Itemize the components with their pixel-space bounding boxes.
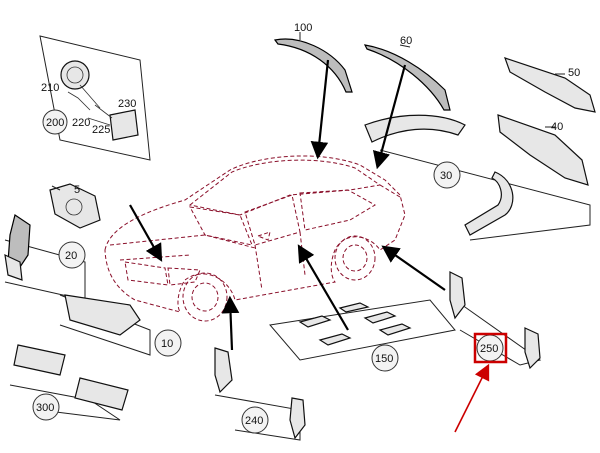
label-250: 250 bbox=[480, 343, 498, 355]
part-50-rear-diffuser bbox=[504, 57, 596, 113]
group-frame-30 bbox=[379, 149, 591, 241]
part-240-mudflap-rear bbox=[289, 397, 306, 440]
label-240: 240 bbox=[245, 415, 263, 427]
part-100-roof-spoiler bbox=[273, 38, 353, 93]
highlight-box-250 bbox=[473, 332, 508, 364]
label-150: 150 bbox=[375, 353, 393, 365]
callout-10 bbox=[154, 329, 182, 357]
label-100: 100 bbox=[294, 22, 312, 34]
part-40-rear-diffuser bbox=[497, 114, 589, 186]
part-210-emblem bbox=[60, 60, 90, 90]
part-250-mudflap-front bbox=[449, 271, 466, 320]
label-40: 40 bbox=[551, 121, 563, 133]
assembly-arrows bbox=[129, 59, 446, 351]
label-20: 20 bbox=[65, 250, 77, 262]
label-5: 5 bbox=[74, 184, 80, 196]
label-50: 50 bbox=[568, 67, 580, 79]
part-30-rear-bumper-side bbox=[464, 171, 514, 236]
label-30: 30 bbox=[440, 170, 452, 182]
part-30-rear-bumper bbox=[364, 114, 466, 143]
part-230-module bbox=[109, 109, 139, 141]
part-10-front-splitter bbox=[64, 294, 141, 336]
highlight-arrow bbox=[454, 363, 490, 433]
group-frame-200 bbox=[39, 35, 151, 161]
part-150-handles bbox=[298, 302, 412, 346]
label-220: 220 bbox=[72, 117, 90, 129]
label-225: 225 bbox=[92, 124, 110, 136]
label-210: 210 bbox=[41, 82, 59, 94]
group-frame-300 bbox=[9, 384, 121, 421]
callout-240 bbox=[241, 406, 269, 434]
label-230: 230 bbox=[118, 98, 136, 110]
callout-20 bbox=[58, 241, 86, 269]
group-frames bbox=[4, 35, 591, 441]
part-5-front-grille bbox=[49, 183, 101, 229]
part-20-bumper-insert-lower bbox=[4, 253, 23, 281]
grille-emblem bbox=[65, 198, 83, 216]
callout-150 bbox=[371, 344, 399, 372]
callouts bbox=[32, 109, 504, 434]
callout-300 bbox=[32, 393, 60, 421]
group-frame-20 bbox=[4, 239, 86, 301]
part-240-mudflap-front bbox=[214, 347, 233, 394]
part-250-mudflap-rear bbox=[524, 327, 541, 370]
part-labels: 100 60 50 40 30 210 230 200 220 225 5 20… bbox=[36, 22, 580, 427]
label-60: 60 bbox=[400, 35, 412, 47]
label-10: 10 bbox=[161, 338, 173, 350]
part-60-trunk-lip bbox=[363, 44, 451, 111]
group-frame-150 bbox=[269, 299, 456, 361]
callout-30 bbox=[433, 161, 461, 189]
label-300: 300 bbox=[36, 402, 54, 414]
parts bbox=[4, 38, 596, 440]
emblem-ring-inner bbox=[66, 66, 84, 84]
part-300-vents bbox=[13, 344, 129, 411]
callout-200 bbox=[42, 109, 68, 135]
label-200: 200 bbox=[46, 117, 64, 129]
